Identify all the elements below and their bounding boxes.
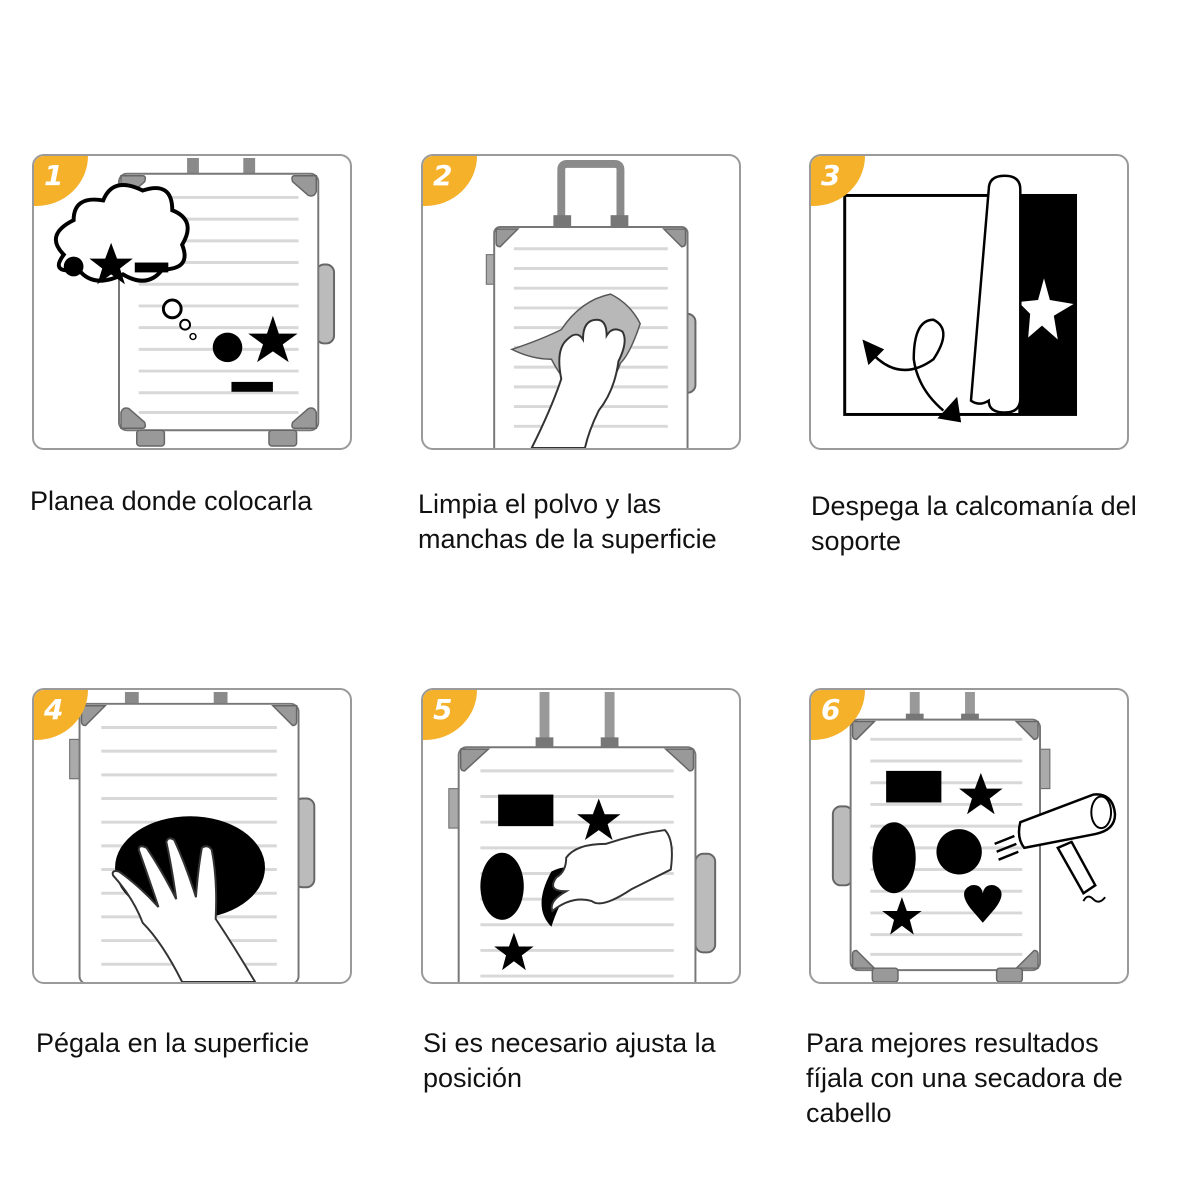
- step-1-panel: 1: [32, 154, 352, 450]
- step-5-panel: 5: [421, 688, 741, 984]
- step-number: 5: [433, 693, 453, 726]
- peeling-sticker-illustration: [843, 174, 1078, 423]
- step-2-caption: Limpia el polvo y las manchas de la supe…: [418, 489, 717, 554]
- step-6-caption: Para mejores resultados fíjala con una s…: [806, 1028, 1123, 1128]
- step-3-caption: Despega la calcomanía del soporte: [811, 491, 1137, 556]
- step-number: 3: [821, 159, 841, 192]
- hand-wiping-suitcase-illustration: [485, 159, 697, 448]
- hair-dryer-on-suitcase-illustration: [831, 691, 1117, 982]
- step-number: 6: [821, 693, 841, 726]
- step-number: 1: [44, 159, 64, 192]
- step-5-caption: Si es necesario ajusta la posición: [423, 1028, 716, 1093]
- step-1-caption: Planea donde colocarla: [30, 486, 313, 516]
- step-number: 4: [44, 693, 64, 726]
- step-4-panel: 4: [32, 688, 352, 984]
- step-4-caption: Pégala en la superficie: [36, 1028, 310, 1058]
- suitcase-thought-bubble-illustration: [53, 157, 336, 447]
- hand-adjusting-sticker-illustration: [448, 691, 717, 982]
- hand-pressing-sticker-illustration: [69, 691, 316, 982]
- step-number: 2: [433, 159, 453, 192]
- step-3-panel: 3: [809, 154, 1129, 450]
- step-6-panel: 6: [809, 688, 1129, 984]
- step-2-panel: 2: [421, 154, 741, 450]
- step-number-badge: 3: [811, 156, 865, 206]
